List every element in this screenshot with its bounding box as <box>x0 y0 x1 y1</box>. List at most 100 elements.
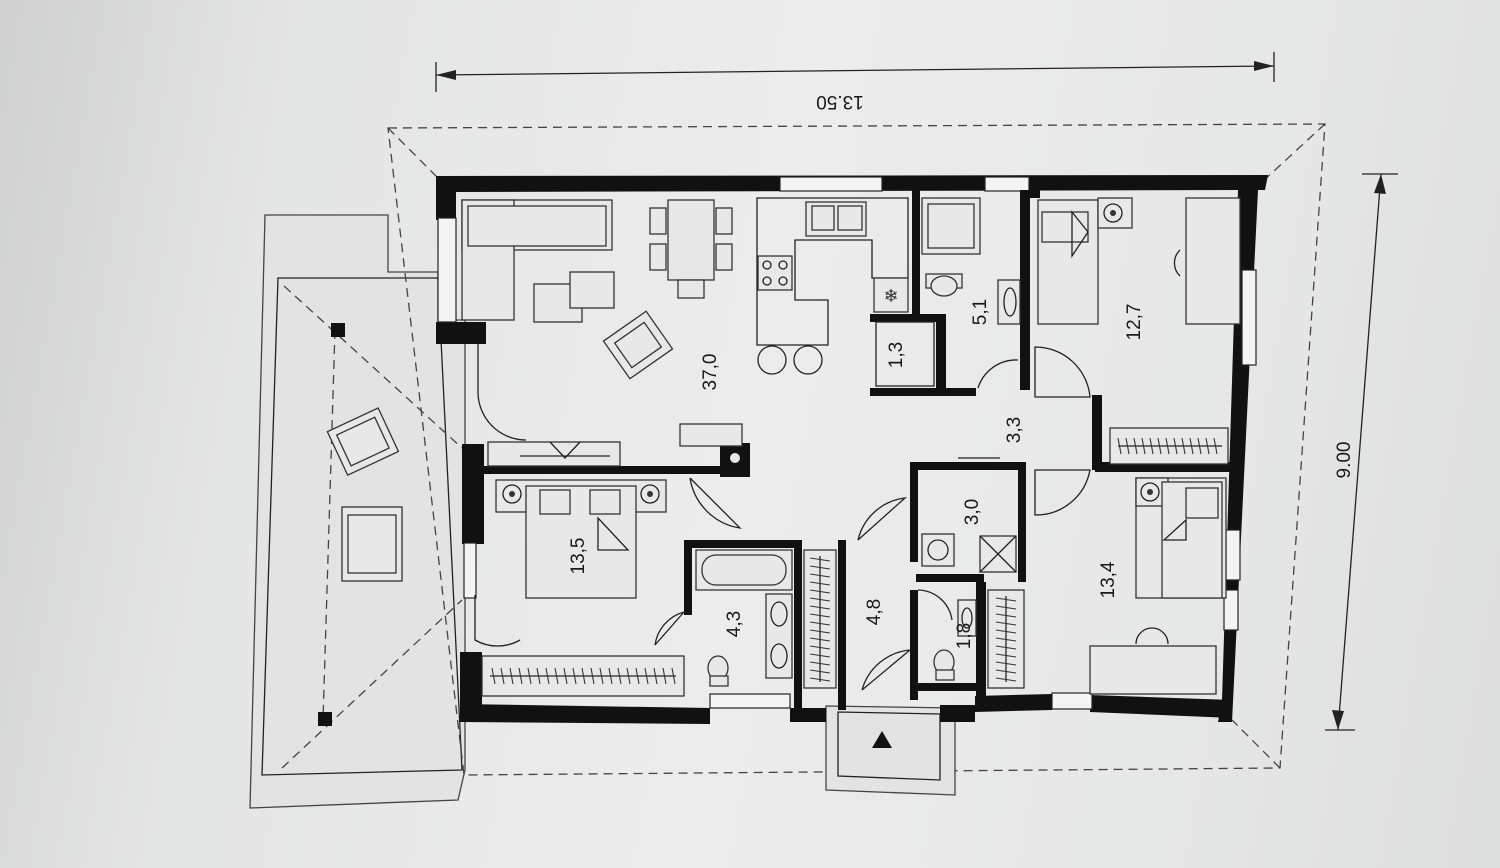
hatch-mark <box>1181 437 1186 455</box>
area-living-kitchen: 37,0 <box>700 354 721 391</box>
area-utility: 3,0 <box>962 499 983 525</box>
terrace <box>249 214 466 809</box>
hatch-mark <box>809 605 831 610</box>
area-bedroom-right-lower: 13,4 <box>1098 561 1119 598</box>
hatch-mark <box>1117 437 1122 455</box>
hatch-mark <box>590 667 595 685</box>
wc-fixtures <box>933 599 977 681</box>
hatch-mark <box>995 661 1017 666</box>
hatch-mark <box>995 677 1017 682</box>
hatch-mark <box>809 653 831 658</box>
terrace-post <box>318 712 332 726</box>
triangle-up-icon <box>872 731 892 748</box>
hatch-mark <box>809 613 831 618</box>
hatch-mark <box>1205 437 1210 455</box>
hatch-mark <box>1125 437 1130 455</box>
width-label: 13.50 <box>816 91 864 112</box>
hatch-mark <box>809 629 831 634</box>
hatch-mark <box>1213 437 1218 455</box>
hatch-mark <box>644 667 649 685</box>
hatch-mark <box>653 667 658 685</box>
hatch-mark <box>500 667 505 685</box>
area-bathroom-upper: 5,1 <box>970 299 991 325</box>
hatch-mark <box>995 629 1017 634</box>
entrance-wardrobe-hatching <box>809 557 831 682</box>
hatch-mark <box>509 667 514 685</box>
bedroom-right-upper-wardrobe-hatching <box>1117 437 1218 455</box>
bathroom-upper <box>921 197 1021 325</box>
hatch-mark <box>599 667 604 685</box>
hatch-mark <box>809 597 831 602</box>
room-labels: 37,0 1,3 5,1 12,7 3,3 13,5 3,0 13,4 4,3 … <box>568 299 1145 649</box>
hatch-mark <box>1133 437 1138 455</box>
hatch-mark <box>809 637 831 642</box>
utility-fixtures <box>921 457 1017 573</box>
hatch-mark <box>995 613 1017 618</box>
exterior-walls <box>436 175 1268 724</box>
terrace-post <box>331 323 345 337</box>
hatch-mark <box>995 645 1017 650</box>
hatch-mark <box>1157 437 1162 455</box>
bathroom-lower <box>695 549 793 687</box>
hatch-mark <box>1165 437 1170 455</box>
windows <box>437 176 1257 710</box>
pantry <box>875 321 935 387</box>
hatch-mark <box>995 605 1017 610</box>
hatch-mark <box>809 557 831 562</box>
hatch-mark <box>662 667 667 685</box>
hatch-mark <box>635 667 640 685</box>
area-pantry: 1,3 <box>886 342 907 368</box>
hatch-mark <box>995 621 1017 626</box>
hatch-mark <box>617 667 622 685</box>
hatch-mark <box>1141 437 1146 455</box>
entrance-steps <box>825 705 956 796</box>
hatch-mark <box>554 667 559 685</box>
hatch-mark <box>518 667 523 685</box>
doors <box>474 344 1091 691</box>
area-entrance: 4,8 <box>864 599 885 625</box>
hatch-mark <box>491 667 496 685</box>
bedroom-right-upper-furniture <box>1037 197 1241 465</box>
hatch-mark <box>563 667 568 685</box>
hatch-mark <box>536 667 541 685</box>
svg-text:❄: ❄ <box>883 286 898 307</box>
hatch-mark <box>1197 437 1202 455</box>
area-bathroom-lower: 4,3 <box>724 611 745 637</box>
roof-outline <box>387 123 1326 776</box>
hatch-mark <box>995 597 1017 602</box>
width-dimension: 13.50 <box>435 52 1275 112</box>
area-wc: 1,8 <box>954 623 975 649</box>
hatch-mark <box>809 565 831 570</box>
terrace-armchair <box>341 506 403 582</box>
hatch-mark <box>1189 437 1194 455</box>
hatch-mark <box>809 589 831 594</box>
terrace-armchair <box>326 407 400 477</box>
bedroom-left-wardrobe-hatching <box>491 667 676 685</box>
hatch-mark <box>671 667 676 685</box>
hatch-mark <box>995 669 1017 674</box>
hatch-mark <box>527 667 532 685</box>
area-bedroom-left: 13,5 <box>568 538 589 575</box>
bedroom-right-lower-wardrobe-hatching <box>995 597 1017 682</box>
hatch-mark <box>995 653 1017 658</box>
area-hall: 3,3 <box>1004 417 1025 443</box>
interior-walls <box>480 190 1235 710</box>
hatch-mark <box>809 581 831 586</box>
living-furniture: ❄ <box>461 197 909 467</box>
hatch-mark <box>1149 437 1154 455</box>
entrance-wardrobe <box>803 549 837 689</box>
hatch-mark <box>581 667 586 685</box>
hatch-mark <box>809 621 831 626</box>
hatch-mark <box>809 669 831 674</box>
hatch-mark <box>995 637 1017 642</box>
hatch-mark <box>809 661 831 666</box>
bedroom-left-furniture <box>481 479 685 697</box>
hatch-mark <box>809 645 831 650</box>
hatch-mark <box>608 667 613 685</box>
depth-dimension: 9.00 <box>1325 173 1398 731</box>
hatch-mark <box>809 573 831 578</box>
hatch-mark <box>1173 437 1178 455</box>
hatch-mark <box>626 667 631 685</box>
hatch-mark <box>809 677 831 682</box>
